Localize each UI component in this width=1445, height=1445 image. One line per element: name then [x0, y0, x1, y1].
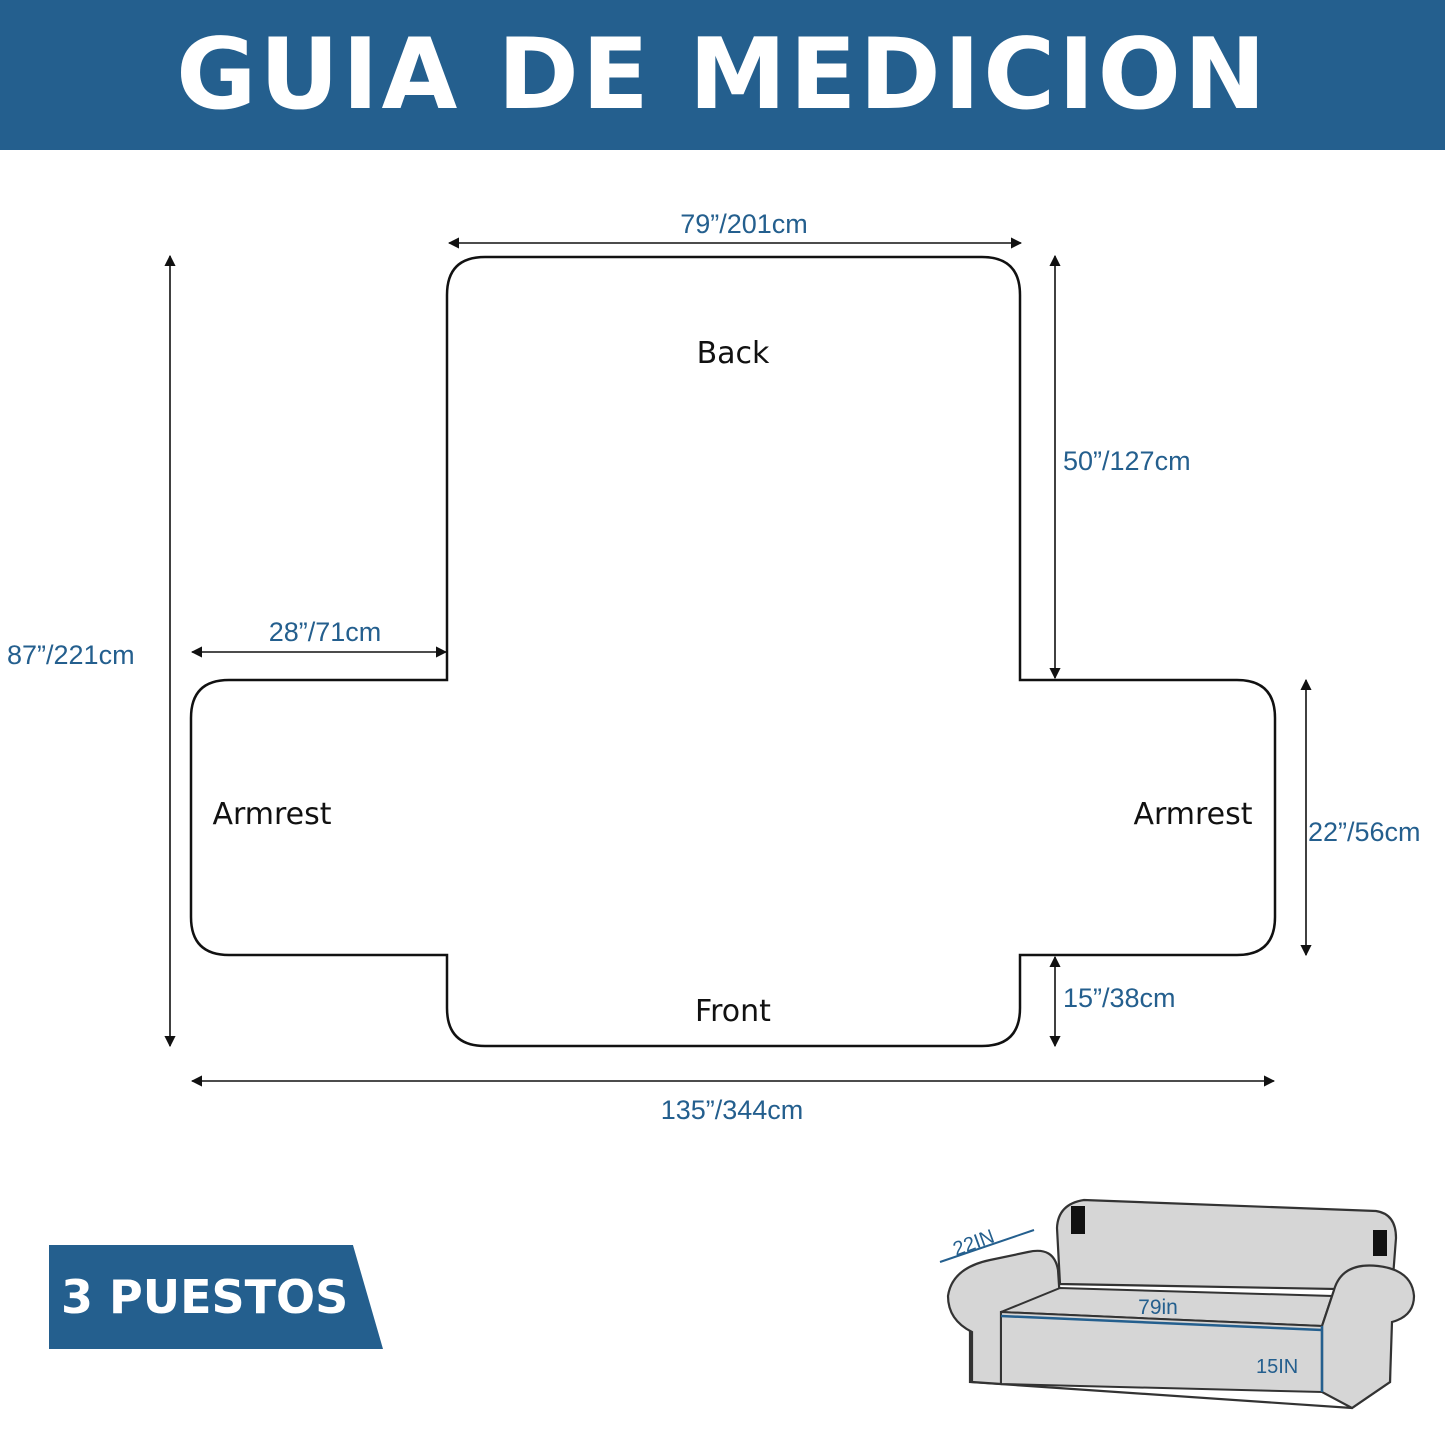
seats-badge-label: 3 PUESTOS — [61, 1270, 349, 1324]
sofa-label-armrest: 22IN — [950, 1226, 997, 1261]
cover-outline — [189, 255, 1277, 1048]
dim-label-total-height: 87”/221cm — [7, 640, 135, 670]
sofa-measure-armrest — [939, 1229, 1035, 1263]
header-banner: GUIA DE MEDICION — [0, 0, 1445, 150]
dim-label-armrest-height: 22”/56cm — [1308, 817, 1421, 847]
dim-label-armrest-width: 28”/71cm — [269, 617, 382, 647]
sofa-right-armrest — [1320, 1264, 1416, 1410]
sofa-illustration: 22IN 79in 15IN — [939, 1198, 1416, 1410]
zone-label-back: Back — [697, 336, 770, 371]
dim-label-total-width: 135”/344cm — [661, 1095, 804, 1125]
dim-label-back-height: 50”/127cm — [1063, 446, 1191, 476]
dim-label-back-width: 79”/201cm — [680, 209, 808, 239]
sofa-label-seat-width: 79in — [1138, 1296, 1178, 1319]
sofa-measure-seat — [1000, 1314, 1323, 1332]
sofa-left-armrest — [946, 1249, 1062, 1386]
dim-label-front-height: 15”/38cm — [1063, 983, 1176, 1013]
sofa-label-front: 15IN — [1256, 1356, 1298, 1378]
page-title: GUIA DE MEDICION — [176, 18, 1269, 132]
zone-label-armrest-right: Armrest — [1133, 797, 1252, 832]
zone-label-armrest-left: Armrest — [212, 797, 331, 832]
sofa-backrest — [1055, 1198, 1398, 1292]
strap-right — [1373, 1230, 1387, 1256]
seats-badge: 3 PUESTOS — [49, 1245, 383, 1349]
strap-left — [1071, 1206, 1085, 1234]
zone-label-front: Front — [695, 994, 771, 1029]
